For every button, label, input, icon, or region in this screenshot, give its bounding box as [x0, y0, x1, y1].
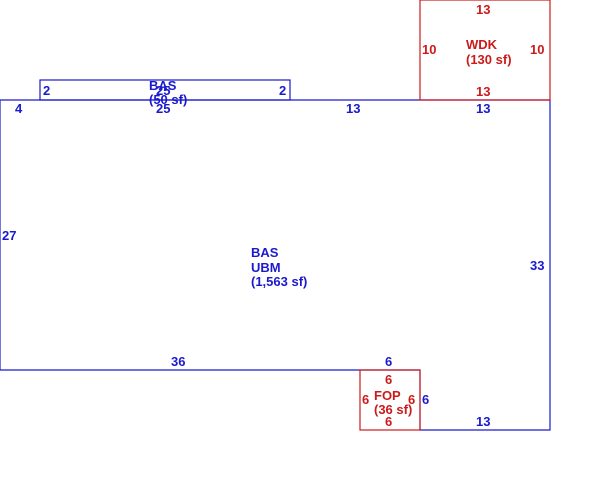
bas-main-dim-top-mid: 13	[346, 101, 360, 116]
wdk-dim-left: 10	[422, 42, 436, 57]
bas-main-dim-bottom-right: 13	[476, 414, 490, 429]
bas-main-code2: UBM	[251, 260, 281, 275]
bas-small-outline	[39, 79, 291, 101]
wdk-dim-top: 13	[476, 2, 490, 17]
bas-small-dim-right: 2	[279, 83, 286, 98]
fop-dim-left: 6	[362, 392, 369, 407]
fop-area: (36 sf)	[374, 402, 412, 417]
fop-dim-right: 6	[408, 392, 415, 407]
bas-small-dim-left: 2	[43, 83, 50, 98]
bas-small-dim-top: 25	[156, 83, 170, 98]
bas-main-area: (1,563 sf)	[251, 274, 307, 289]
bas-small-code: BAS	[149, 78, 177, 93]
wdk-code: WDK	[466, 37, 498, 52]
bas-main-dim-left-top: 4	[15, 101, 23, 116]
bas-small-dim-bottom: 25	[156, 101, 170, 116]
wdk-area: (130 sf)	[466, 52, 512, 67]
bas-main-code: BAS	[251, 245, 279, 260]
bas-small-area: (50 sf)	[149, 92, 187, 107]
bas-main-dim-top-right: 13	[476, 101, 490, 116]
bas-main-dim-left: 27	[2, 228, 16, 243]
wdk-outline	[419, 0, 551, 101]
fop-code: FOP	[374, 388, 401, 403]
bas-main-dim-notch-side: 6	[422, 392, 429, 407]
fop-dim-top: 6	[385, 372, 392, 387]
wdk-dim-right: 10	[530, 42, 544, 57]
bas-main-dim-notch-top: 6	[385, 354, 392, 369]
fop-outline	[359, 369, 421, 431]
fop-dim-bottom: 6	[385, 414, 392, 429]
bas-main-dim-right: 33	[530, 258, 544, 273]
bas-main-dim-bottom: 36	[171, 354, 185, 369]
wdk-dim-bottom: 13	[476, 84, 490, 99]
